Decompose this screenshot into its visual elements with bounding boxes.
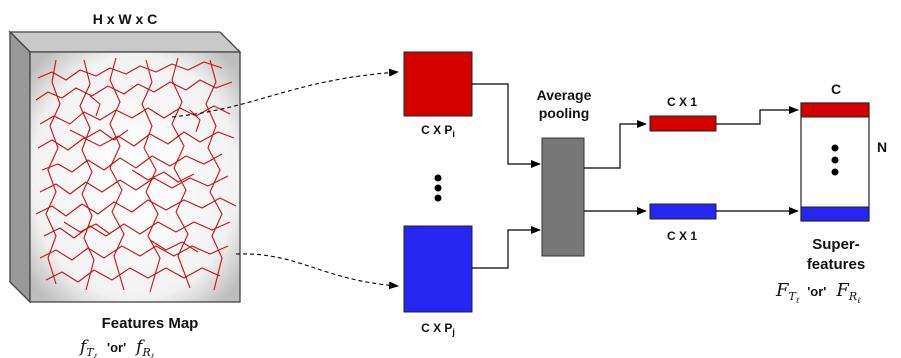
vector-blue-label: C X 1 bbox=[667, 229, 697, 243]
formula-F-left-sub: T bbox=[789, 290, 798, 303]
cube-top-face bbox=[8, 31, 242, 53]
formula-f-left: f bbox=[78, 337, 89, 357]
output-caption-line1: Super- bbox=[812, 236, 860, 253]
formula-f-right-subsub: ℓ bbox=[151, 352, 155, 358]
formula-F-left-subsub: ℓ bbox=[796, 296, 800, 305]
formula-f-right-sub: R bbox=[141, 346, 150, 358]
pooled-box-j-label: C X Pj bbox=[421, 321, 455, 337]
output-c-label: C bbox=[831, 81, 841, 97]
cube-left-face bbox=[9, 30, 31, 304]
average-pooling-label-line1: Average bbox=[537, 87, 592, 103]
vertical-ellipsis-middle bbox=[434, 174, 442, 202]
feature-map-dims: H x W x C bbox=[93, 11, 158, 27]
pooled-box-j bbox=[403, 225, 473, 313]
feature-map-caption: Features Map bbox=[102, 315, 199, 332]
feature-map-cube bbox=[8, 30, 242, 304]
matrix-row-red bbox=[800, 102, 870, 118]
vector-red bbox=[649, 115, 717, 132]
formula-F-right: F bbox=[835, 280, 850, 301]
output-formula-or: 'or' bbox=[807, 284, 826, 299]
vector-red-label: C X 1 bbox=[667, 95, 697, 109]
connector-vector-red-to-output bbox=[716, 106, 799, 125]
cube-front-face bbox=[29, 51, 241, 303]
dashed-connector-top bbox=[171, 68, 399, 118]
dashed-connector-bottom bbox=[235, 253, 399, 290]
matrix-row-blue bbox=[800, 206, 870, 222]
pooled-box-i-label: C X Pi bbox=[421, 123, 455, 139]
matrix-ellipsis bbox=[831, 144, 839, 176]
output-caption-line2: features bbox=[807, 256, 865, 273]
connector-box-i-to-pool bbox=[472, 83, 541, 168]
pooled-box-i-sub: i bbox=[452, 129, 455, 139]
super-feature-matrix bbox=[800, 102, 870, 222]
feature-map-formula: fTℓ'or'fRℓ bbox=[78, 337, 155, 358]
formula-f-left-subsub: ℓ bbox=[94, 352, 98, 358]
formula-or: 'or' bbox=[107, 340, 126, 355]
formula-f-right: f bbox=[134, 337, 145, 357]
formula-F-right-sub: R bbox=[848, 290, 857, 303]
formula-F-right-subsub: ℓ bbox=[857, 296, 861, 305]
formula-F-left: F bbox=[775, 280, 790, 301]
feature-texture bbox=[35, 57, 237, 293]
connector-pool-to-vector-red bbox=[584, 120, 647, 169]
average-pooling-block bbox=[541, 137, 585, 257]
pooled-box-j-sub: j bbox=[451, 327, 455, 337]
average-pooling-label-line2: pooling bbox=[539, 105, 590, 121]
pooled-box-i bbox=[403, 51, 473, 117]
output-formula: FTℓ'or'FRℓ bbox=[775, 280, 861, 305]
formula-f-left-sub: T bbox=[86, 346, 95, 358]
connector-box-j-to-pool bbox=[472, 226, 541, 269]
vector-blue bbox=[649, 203, 717, 220]
output-n-label: N bbox=[877, 139, 887, 155]
